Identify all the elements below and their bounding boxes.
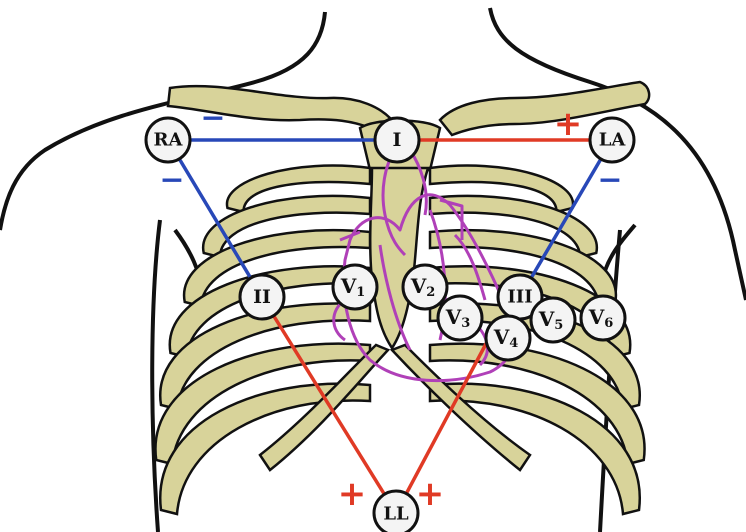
v6-base: V — [588, 305, 605, 329]
v4-base: V — [493, 325, 510, 349]
sign-la-top: + — [554, 104, 583, 144]
sign-ra-right: − — [200, 101, 225, 136]
precordial-v1: V1 — [333, 265, 377, 309]
lead-i-node: I — [375, 118, 419, 162]
v5-sub: 5 — [554, 318, 563, 333]
lead-i-label: I — [393, 129, 402, 151]
electrode-ll-label: LL — [383, 504, 409, 525]
precordial-v5: V5 — [531, 298, 575, 342]
precordial-v6: V6 — [581, 296, 625, 340]
lead-iii-label: III — [507, 287, 532, 308]
v1-base: V — [340, 274, 357, 298]
sign-ll-right: + — [416, 474, 445, 514]
electrode-ra: RA — [146, 118, 190, 162]
lead-ii-node: II — [240, 275, 284, 319]
v4-sub: 4 — [509, 336, 518, 351]
electrode-la: LA — [590, 118, 634, 162]
left-arm-line — [152, 220, 160, 532]
v3-base: V — [445, 305, 462, 329]
v2-base: V — [410, 274, 427, 298]
v1-sub: 1 — [356, 285, 365, 300]
precordial-v2: V2 — [403, 265, 447, 309]
v6-sub: 6 — [604, 316, 613, 331]
precordial-v3: V3 — [438, 296, 482, 340]
v2-sub: 2 — [426, 285, 435, 300]
electrode-ll: LL — [374, 491, 418, 532]
sign-la-down: − — [597, 163, 622, 198]
precordial-v4: V4 — [486, 316, 530, 360]
electrode-ra-label: RA — [154, 130, 184, 151]
sign-ll-left: + — [338, 474, 367, 514]
electrode-la-label: LA — [599, 130, 627, 151]
v5-base: V — [538, 307, 555, 331]
sign-ra-down: − — [159, 163, 184, 198]
lead-ii-label: II — [253, 286, 271, 308]
v3-sub: 3 — [461, 316, 470, 331]
